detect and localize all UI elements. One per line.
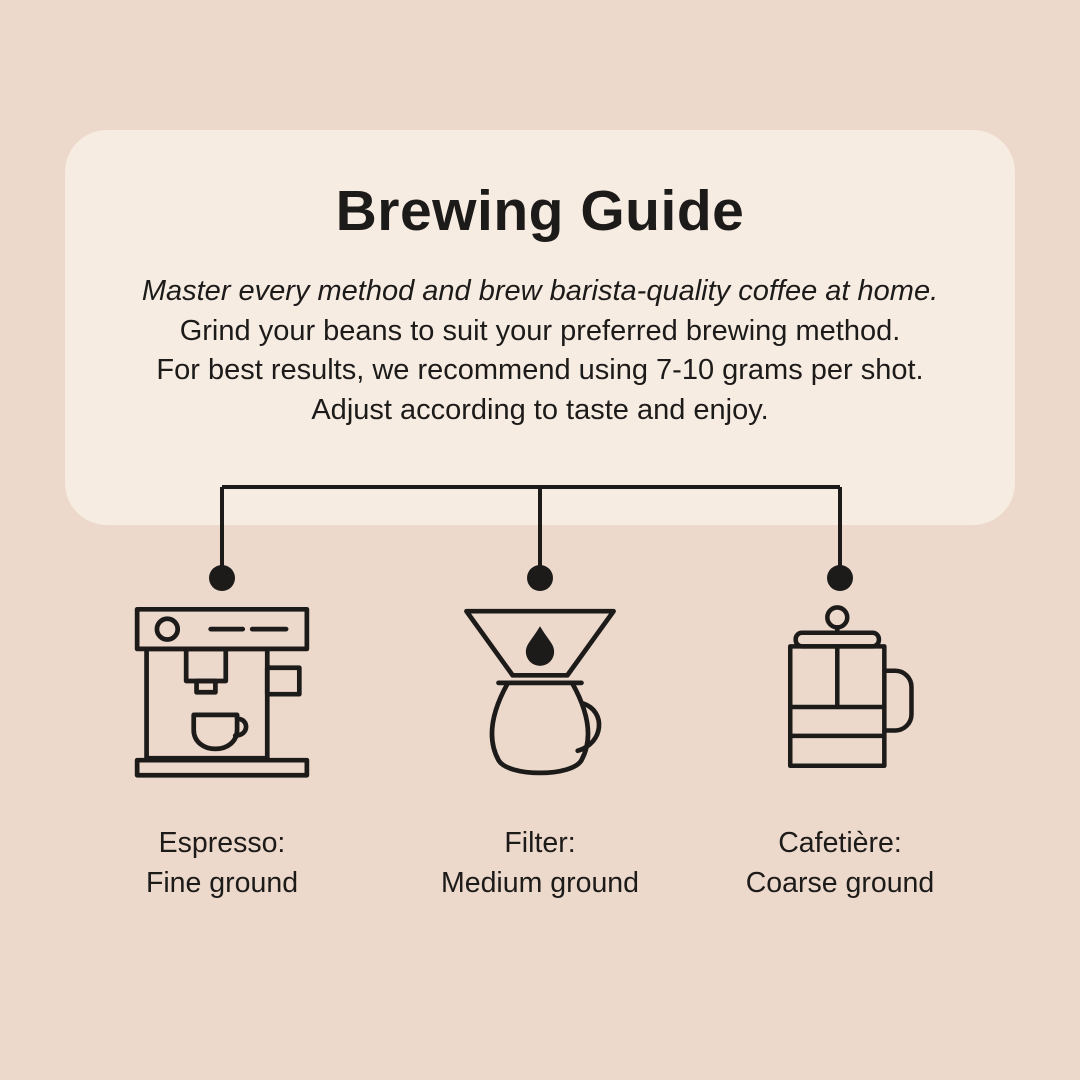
french-press-icon (670, 598, 1010, 801)
espresso-machine-icon (52, 598, 392, 801)
connector-dot-middle (527, 565, 553, 591)
intro-line-3: For best results, we recommend using 7-1… (156, 354, 924, 386)
connector-dot-left (209, 565, 235, 591)
method-espresso: Espresso: Fine ground (52, 598, 392, 903)
intro-line-1: Master every method and brew barista-qua… (141, 275, 939, 307)
method-grind: Fine ground (145, 867, 299, 899)
intro-line-4: Adjust according to taste and enjoy. (311, 393, 769, 426)
method-filter: Filter: Medium ground (370, 598, 710, 903)
method-espresso-labels: Espresso: Fine ground (52, 823, 392, 903)
intro-text: Master every method and brew barista-qua… (65, 272, 1015, 430)
method-grind: Coarse ground (745, 867, 935, 899)
intro-card: Brewing Guide Master every method and br… (65, 130, 1015, 525)
method-grind: Medium ground (440, 867, 640, 899)
method-name: Filter: (504, 827, 576, 859)
method-name: Espresso: (158, 827, 286, 859)
pour-over-filter-icon (370, 598, 710, 801)
method-filter-labels: Filter: Medium ground (370, 823, 710, 903)
page-title: Brewing Guide (335, 179, 745, 243)
method-name: Cafetière: (778, 827, 902, 859)
connector-dot-right (827, 565, 853, 591)
method-cafetiere: Cafetière: Coarse ground (670, 598, 1010, 903)
intro-line-2: Grind your beans to suit your preferred … (179, 314, 901, 347)
method-cafetiere-labels: Cafetière: Coarse ground (670, 823, 1010, 903)
